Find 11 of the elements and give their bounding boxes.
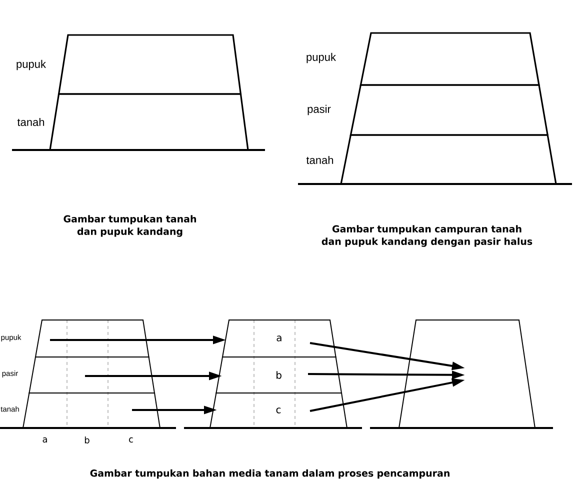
column-label: a — [42, 437, 47, 443]
layer-label: pasir — [308, 104, 331, 116]
layer-label: tanah — [17, 118, 44, 126]
caption: Gambar tumpukan bahan media tanam dalam proses pencampuran — [90, 469, 450, 479]
layer-label: pupuk — [306, 52, 336, 64]
layer-label: pupuk — [16, 60, 46, 70]
column-label: c — [129, 437, 133, 443]
caption: Gambar tumpukan tanah dan pupuk kandang — [64, 215, 196, 237]
layer-label: tanah — [306, 156, 334, 164]
column-label: b — [84, 436, 90, 444]
caption: Gambar tumpukan campuran tanah dan pupuk kandang dengan pasir halus — [322, 225, 532, 247]
